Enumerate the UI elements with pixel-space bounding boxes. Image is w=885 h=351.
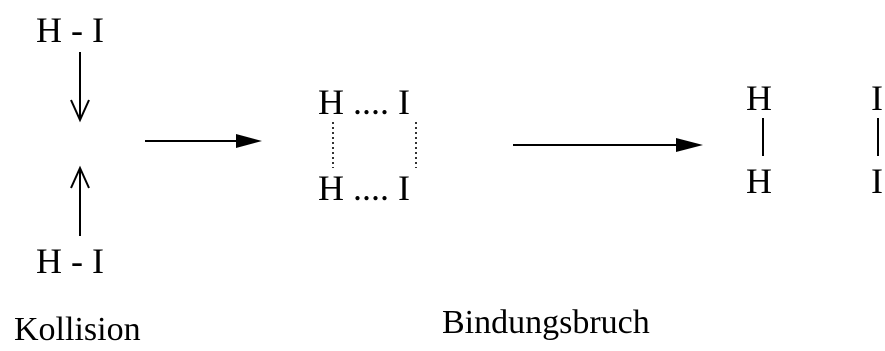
collision-arrow-down — [70, 52, 90, 123]
product-h-bottom: H — [746, 161, 772, 201]
bond-breaking-label: Bindungsbruch — [442, 304, 650, 341]
transition-state-top-row: H .... I — [318, 82, 410, 122]
product-i-top: I — [871, 78, 883, 118]
transition-state-bottom-row: H .... I — [318, 168, 410, 208]
reactant-molecule-top: H - I — [36, 10, 104, 50]
collision-label: Kollision — [14, 311, 141, 348]
reaction-arrow-2 — [513, 138, 703, 152]
reaction-arrow-1 — [145, 134, 262, 148]
product-h-top: H — [746, 78, 772, 118]
product-i-bottom: I — [871, 161, 883, 201]
reactant-molecule-bottom: H - I — [36, 241, 104, 281]
collision-arrow-up — [70, 165, 90, 236]
